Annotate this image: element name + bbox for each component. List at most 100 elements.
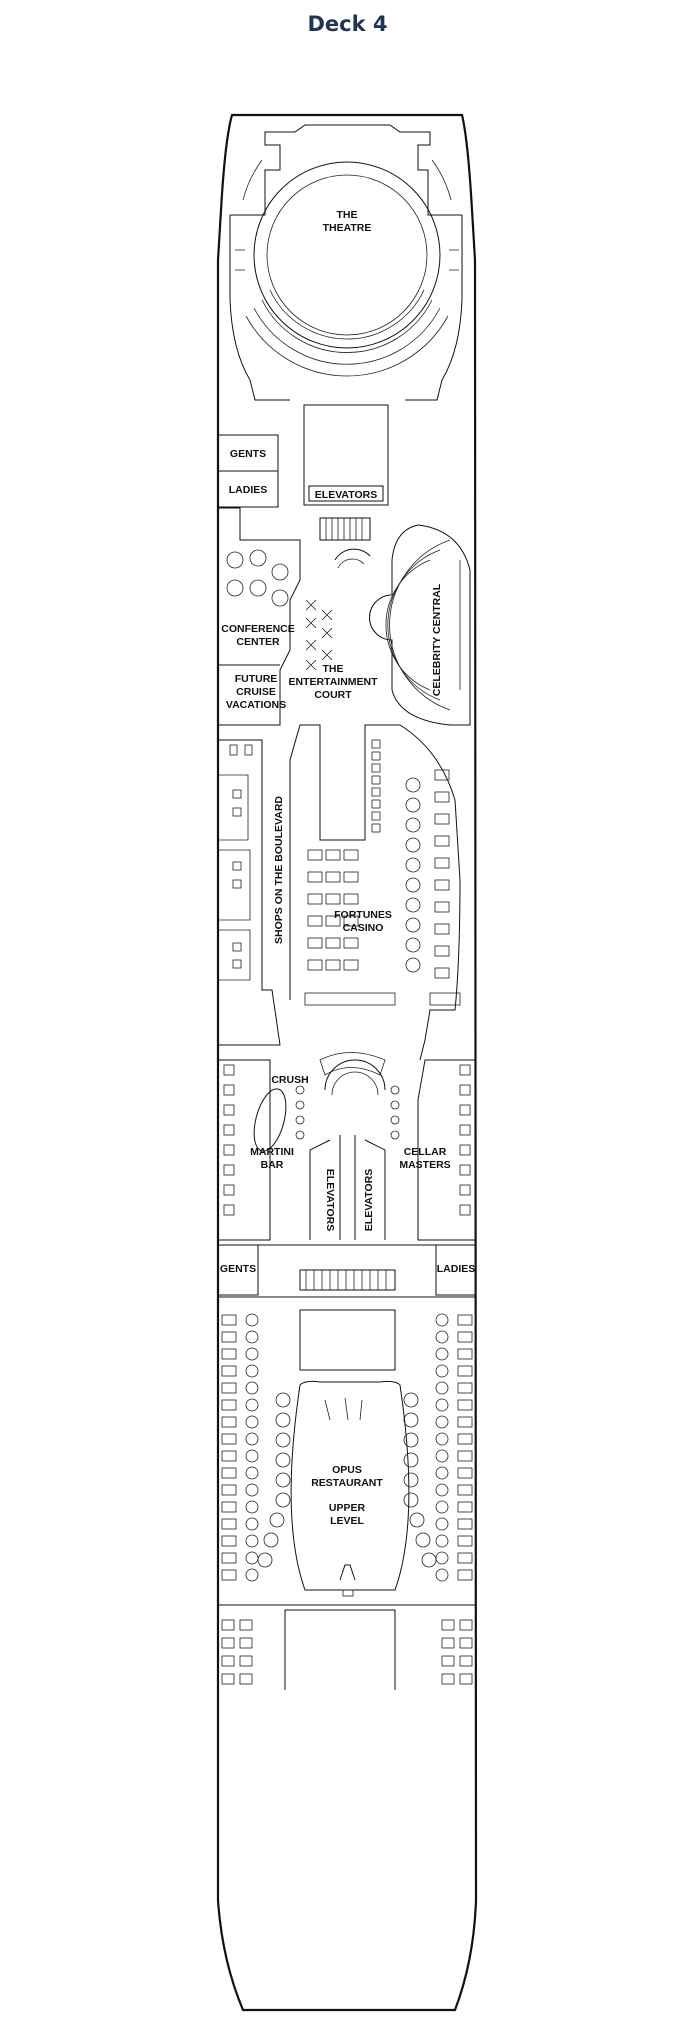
slot-machine-bank — [434, 945, 450, 957]
dining-table — [403, 1472, 419, 1488]
dining-table — [275, 1392, 291, 1408]
dining-table — [457, 1467, 473, 1479]
dining-table — [459, 1619, 473, 1631]
bar-seat — [223, 1144, 235, 1156]
dining-table — [239, 1655, 253, 1667]
dining-table — [221, 1348, 237, 1360]
slot-machine-bank — [371, 775, 381, 785]
bar-seat — [459, 1144, 471, 1156]
dining-table — [457, 1348, 473, 1360]
lounge-table — [390, 1085, 400, 1095]
midship-bars — [218, 1059, 476, 1241]
bar-seat — [459, 1124, 471, 1136]
shops-area — [218, 739, 281, 1046]
dining-table — [457, 1365, 473, 1377]
dining-table — [457, 1314, 473, 1326]
slot-machine-bank — [371, 799, 381, 809]
dining-table — [245, 1347, 259, 1361]
dining-table — [275, 1452, 291, 1468]
dining-table — [435, 1364, 449, 1378]
dining-table — [263, 1532, 279, 1548]
gaming-table — [405, 877, 421, 893]
dining-table — [269, 1512, 285, 1528]
shops-label: SHOPS ON THE BOULEVARD — [273, 796, 285, 944]
martini-label-1: MARTINI — [250, 1146, 294, 1158]
lounge-table — [295, 1130, 305, 1140]
casino-label-1: FORTUNES — [334, 909, 392, 921]
dining-table — [459, 1637, 473, 1649]
bar-seat — [459, 1204, 471, 1216]
dining-table — [245, 1381, 259, 1395]
dining-table — [239, 1637, 253, 1649]
dining-table — [435, 1483, 449, 1497]
dining-table — [245, 1449, 259, 1463]
dining-table — [245, 1534, 259, 1548]
dining-table — [239, 1673, 253, 1685]
dining-table — [245, 1364, 259, 1378]
elevators-stbd-label: ELEVATORS — [363, 1169, 375, 1231]
slot-machine-bank — [371, 823, 381, 833]
elevators-fwd-label: ELEVATORS — [315, 489, 377, 501]
dining-table — [275, 1492, 291, 1508]
dining-table — [457, 1501, 473, 1513]
dining-table — [457, 1399, 473, 1411]
dining-table — [435, 1313, 449, 1327]
elevators-port-label: ELEVATORS — [324, 1169, 336, 1231]
dining-table — [435, 1330, 449, 1344]
theatre-label-2: THEATRE — [323, 222, 372, 234]
entertainment-court-label-2: ENTERTAINMENT — [288, 676, 378, 688]
dining-table — [221, 1467, 237, 1479]
conference-label-1: CONFERENCE — [221, 623, 295, 635]
casino-area — [289, 724, 461, 1076]
gaming-table — [405, 917, 421, 933]
dining-table — [457, 1518, 473, 1530]
dining-table — [221, 1450, 237, 1462]
gaming-table — [405, 837, 421, 853]
slot-machine-bank — [307, 937, 323, 949]
slot-machine-bank — [343, 959, 359, 971]
dining-table — [435, 1568, 449, 1582]
entertainment-court-label-3: COURT — [314, 689, 352, 701]
gents-fwd-label: GENTS — [230, 448, 266, 460]
slot-machine-bank — [434, 857, 450, 869]
dining-table — [421, 1552, 437, 1568]
dining-table — [221, 1331, 237, 1343]
lounge-table — [390, 1115, 400, 1125]
gents-aft-label: GENTS — [220, 1263, 256, 1275]
slot-machine-bank — [343, 937, 359, 949]
dining-table — [457, 1382, 473, 1394]
dining-table — [403, 1412, 419, 1428]
gaming-table — [405, 897, 421, 913]
slot-machine-bank — [307, 959, 323, 971]
slot-machine-bank — [325, 915, 341, 927]
cellar-label-2: MASTERS — [399, 1159, 450, 1171]
bar-seat — [459, 1104, 471, 1116]
bar-seat — [223, 1164, 235, 1176]
ladies-aft-label: LADIES — [437, 1263, 476, 1275]
dining-table — [441, 1655, 455, 1667]
casino-label-2: CASINO — [343, 922, 384, 934]
dining-table — [221, 1399, 237, 1411]
dining-table — [245, 1330, 259, 1344]
dining-table — [275, 1432, 291, 1448]
dining-table — [435, 1415, 449, 1429]
dining-table — [441, 1637, 455, 1649]
dining-table — [245, 1398, 259, 1412]
slot-machine-bank — [434, 835, 450, 847]
slot-machine-bank — [325, 893, 341, 905]
dining-table — [409, 1512, 425, 1528]
lounge-table — [295, 1115, 305, 1125]
bar-seat — [223, 1124, 235, 1136]
lounge-table — [295, 1085, 305, 1095]
dining-table — [457, 1569, 473, 1581]
dining-table — [435, 1534, 449, 1548]
bar-seat — [459, 1064, 471, 1076]
gaming-table — [405, 777, 421, 793]
dining-table — [441, 1673, 455, 1685]
bar-seat — [459, 1084, 471, 1096]
opus-label-3: UPPER — [329, 1502, 366, 1514]
dining-table — [441, 1619, 455, 1631]
ladies-fwd-label: LADIES — [229, 484, 268, 496]
opus-label-2: RESTAURANT — [311, 1477, 383, 1489]
